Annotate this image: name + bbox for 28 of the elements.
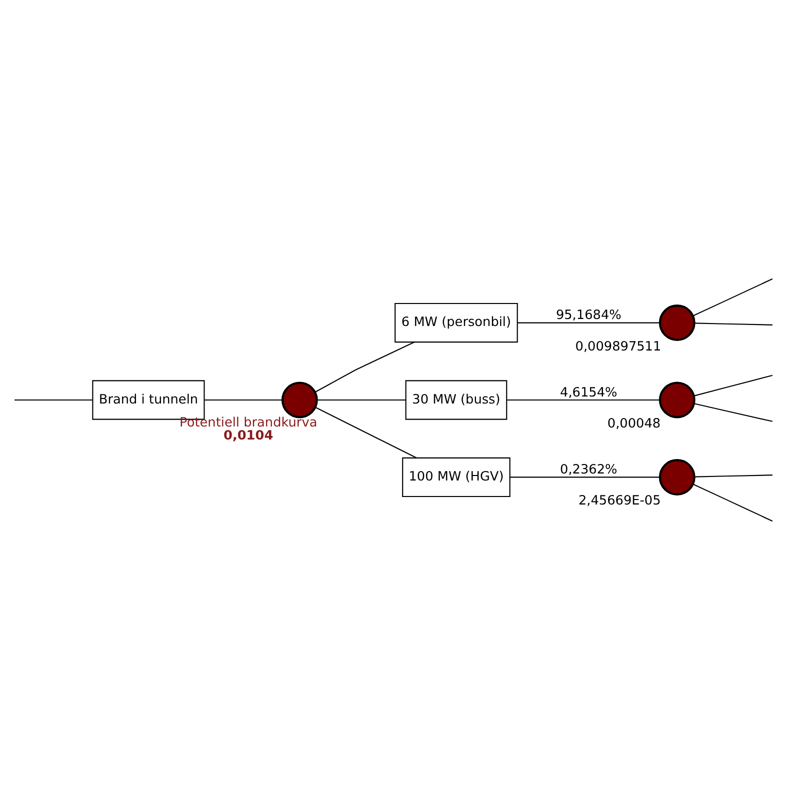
connector [692,278,773,316]
node-box: 100 MW (HGV) [402,456,510,497]
connector [14,398,92,400]
connector [692,483,773,522]
connector [510,476,660,478]
connector [694,474,772,477]
node-label: 2,45669E-05 [578,493,661,508]
node-label: 0,0104 [224,428,274,443]
node-box: 6 MW (personbil) [394,302,518,342]
edge-label: 0,2362% [560,462,618,478]
edge-label: 4,6154% [560,384,618,400]
connector [506,398,660,400]
connector [314,341,415,392]
connector [316,398,406,400]
node-circle [658,304,696,341]
node-circle [658,381,696,418]
connector [694,374,773,396]
connector [517,322,660,323]
node-circle [281,381,318,418]
connector [315,406,417,458]
node-label: 0,009897511 [575,338,662,354]
edge-label: 95,1684% [556,308,622,323]
node-box: 30 MW (buss) [405,380,508,420]
node-label: 0,00048 [607,416,661,431]
connector [694,322,772,325]
connector [204,398,282,400]
node-circle [658,458,696,495]
connector [694,402,773,422]
